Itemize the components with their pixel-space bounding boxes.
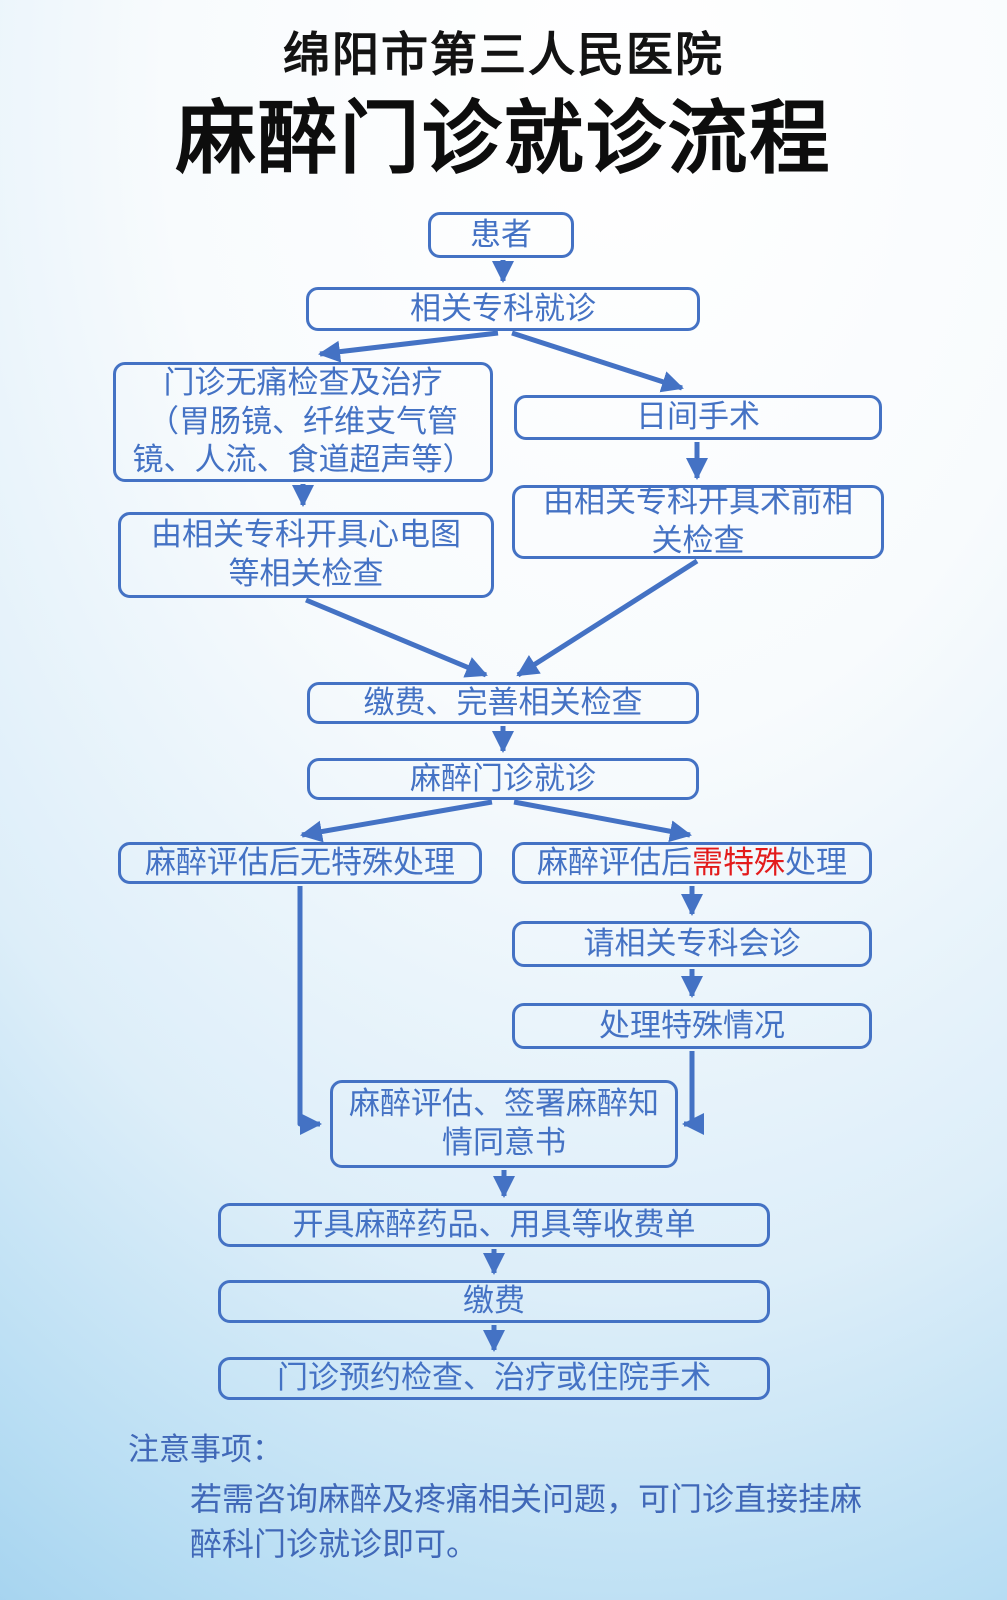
page-title: 麻醉门诊就诊流程 [175,94,832,183]
flow-node-handle-special: 处理特殊情况 [512,1003,872,1049]
flow-node-ecg-orders-label: 由相关专科开具心电图 等相关检查 [151,517,461,591]
flow-node-patient-label: 患者 [470,216,532,252]
arrow-no-special-to-assessment [297,886,322,1135]
flow-node-assessment-consent-label: 麻醉评估、签署麻醉知 情同意书 [349,1086,659,1160]
flow-node-no-special: 麻醉评估后无特殊处理 [118,842,482,884]
flow-node-assessment-consent: 麻醉评估、签署麻醉知 情同意书 [330,1080,678,1168]
flow-node-consult: 请相关专科会诊 [512,921,872,967]
notes: 注意事项： 若需咨询麻醉及疼痛相关问题，可门诊直接挂麻 醉科门诊就诊即可。 [128,1424,908,1568]
flow-node-handle-special-label: 处理特殊情况 [599,1007,785,1043]
flow-node-ecg-orders: 由相关专科开具心电图 等相关检查 [118,512,494,598]
flow-node-anesthesia-clinic-label: 麻醉门诊就诊 [410,760,596,796]
flow-node-special-handling: 麻醉评估后需特殊处理 [512,842,872,884]
flow-node-day-surgery: 日间手术 [514,395,882,440]
flow-node-painless-exam: 门诊无痛检查及治疗 （胃肠镜、纤维支气管 镜、人流、食道超声等） [113,362,493,482]
flow-node-day-surgery-label: 日间手术 [636,399,760,435]
flow-node-anesthesia-clinic: 麻醉门诊就诊 [307,758,699,800]
arrow-ecg-to-pay [305,597,488,678]
flow-node-pay-label: 缴费 [463,1283,525,1319]
arrow-clinic-to-special [513,799,692,843]
flow-node-pay-complete-exams: 缴费、完善相关检查 [307,682,699,724]
flow-node-preop-orders-label: 由相关专科开具术前相 关检查 [543,484,853,558]
flow-node-no-special-label: 麻醉评估后无特殊处理 [145,844,455,880]
notes-heading: 注意事项： [128,1432,283,1467]
flow-node-appointment-label: 门诊预约检查、治疗或住院手术 [277,1360,711,1396]
flow-node-patient: 患者 [428,212,574,258]
arrow-specialty-to-day-surgery [511,330,684,393]
flow-node-pay: 缴费 [218,1280,770,1323]
arrow-clinic-to-no-special [300,799,493,843]
special-prefix: 麻醉评估后 [537,844,692,880]
special-suffix: 处理 [785,844,847,880]
flow-node-preop-orders: 由相关专科开具术前相 关检查 [512,484,884,559]
flow-node-charge-sheet-label: 开具麻醉药品、用具等收费单 [292,1206,696,1242]
flow-node-special-handling-label: 麻醉评估后需特殊处理 [537,844,847,883]
flow-node-painless-exam-label: 门诊无痛检查及治疗 （胃肠镜、纤维支气管 镜、人流、食道超声等） [132,364,474,478]
flow-node-specialty-visit-label: 相关专科就诊 [410,290,596,326]
arrow-handle-to-assessment [682,1051,704,1135]
flow-node-specialty-visit: 相关专科就诊 [306,287,700,331]
flow-node-pay-complete-exams-label: 缴费、完善相关检查 [363,684,643,720]
special-highlight: 需特殊 [692,844,785,880]
arrow-specialty-to-painless [318,330,499,363]
flow-node-charge-sheet: 开具麻醉药品、用具等收费单 [218,1203,770,1247]
notes-body: 若需咨询麻醉及疼痛相关问题，可门诊直接挂麻 醉科门诊就诊即可。 [190,1481,863,1563]
arrow-preop-to-pay [516,558,699,678]
flow-node-appointment: 门诊预约检查、治疗或住院手术 [218,1357,770,1400]
hospital-name: 绵阳市第三人民医院 [283,28,724,81]
flow-node-consult-label: 请相关专科会诊 [583,925,801,961]
